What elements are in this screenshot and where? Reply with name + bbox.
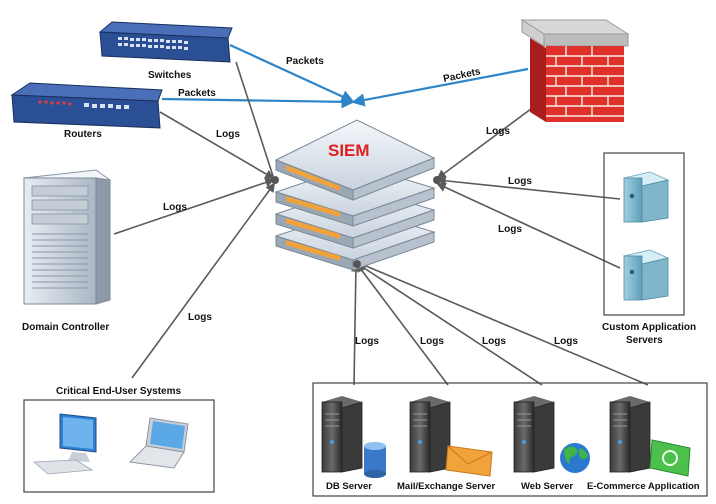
- firewall-icon: [520, 19, 630, 122]
- edge-label-logs-domain-controller: Logs: [163, 202, 187, 213]
- db-server-label: DB Server: [326, 481, 372, 492]
- ecommerce-server-icon: [609, 396, 651, 473]
- edge-logs-mail: [355, 262, 449, 386]
- edge-label-logs-routers: Logs: [216, 129, 240, 140]
- custom-app-servers-label-line2: Servers: [626, 335, 663, 346]
- siem-unit-1: [274, 119, 436, 201]
- web-server-label: Web Server: [521, 481, 573, 492]
- globe-icon: [560, 443, 590, 473]
- edge-logs-custom-app-2: [436, 182, 621, 269]
- siem-right-junction: [433, 176, 441, 184]
- web-server-icon: [513, 396, 555, 473]
- database-icon: [364, 442, 386, 478]
- edge-logs-routers: [159, 111, 275, 179]
- server-icon: [622, 249, 670, 301]
- edge-label-packets-switches: Packets: [286, 56, 324, 67]
- edge-logs-ecommerce: [357, 261, 649, 386]
- envelope-icon: [445, 445, 493, 477]
- edge-label-logs-custom-app-1: Logs: [508, 176, 532, 187]
- siem-title: SIEM: [328, 141, 370, 160]
- edge-logs-switches: [235, 61, 274, 177]
- ecommerce-application-label: E-Commerce Application: [587, 481, 700, 492]
- server-icon: [622, 171, 670, 223]
- router-icon: [10, 82, 163, 129]
- edge-packets-routers: [161, 95, 355, 109]
- edge-label-logs-end-user: Logs: [188, 312, 212, 323]
- edge-label-logs-mail: Logs: [420, 336, 444, 347]
- edge-logs-domain-controller: [113, 177, 275, 235]
- domain-controller-label: Domain Controller: [22, 322, 109, 333]
- siem-bottom-junction: [353, 260, 361, 268]
- edge-logs-custom-app-1: [436, 176, 621, 200]
- connections: [113, 44, 649, 386]
- critical-end-user-label: Critical End-User Systems: [56, 386, 181, 397]
- end-user-systems-box: [23, 399, 215, 493]
- custom-app-servers-label-line1: Custom Application: [602, 322, 696, 333]
- siem-left-junction: [271, 176, 279, 184]
- db-server-icon: [321, 396, 363, 473]
- edge-logs-web: [356, 262, 543, 386]
- routers-label: Routers: [64, 129, 102, 140]
- bottom-servers-box: [312, 382, 708, 497]
- laptop-icon: [128, 417, 189, 469]
- server-tower-icon: [22, 169, 112, 305]
- edge-label-logs-db: Logs: [355, 336, 379, 347]
- edge-label-logs-web: Logs: [482, 336, 506, 347]
- switches-label: Switches: [148, 70, 192, 81]
- edge-logs-db: [351, 262, 361, 386]
- edge-packets-firewall: [351, 67, 529, 107]
- edge-label-packets-routers: Packets: [178, 88, 216, 99]
- mail-exchange-server-label: Mail/Exchange Server: [397, 481, 496, 492]
- edge-label-logs-custom-app-2: Logs: [498, 224, 522, 235]
- siem-appliance: SIEM: [274, 119, 436, 271]
- mail-server-icon: [409, 396, 451, 473]
- edge-logs-firewall: [436, 99, 544, 180]
- edge-packets-switches: [229, 44, 355, 103]
- network-switch-icon: [98, 21, 233, 63]
- desktop-computer-icon: [32, 413, 97, 475]
- edge-label-logs-firewall: Logs: [486, 126, 510, 137]
- custom-app-servers-box: [603, 152, 685, 316]
- edge-label-logs-ecommerce: Logs: [554, 336, 578, 347]
- edge-logs-end-user: [131, 182, 276, 379]
- money-icon: [649, 439, 691, 477]
